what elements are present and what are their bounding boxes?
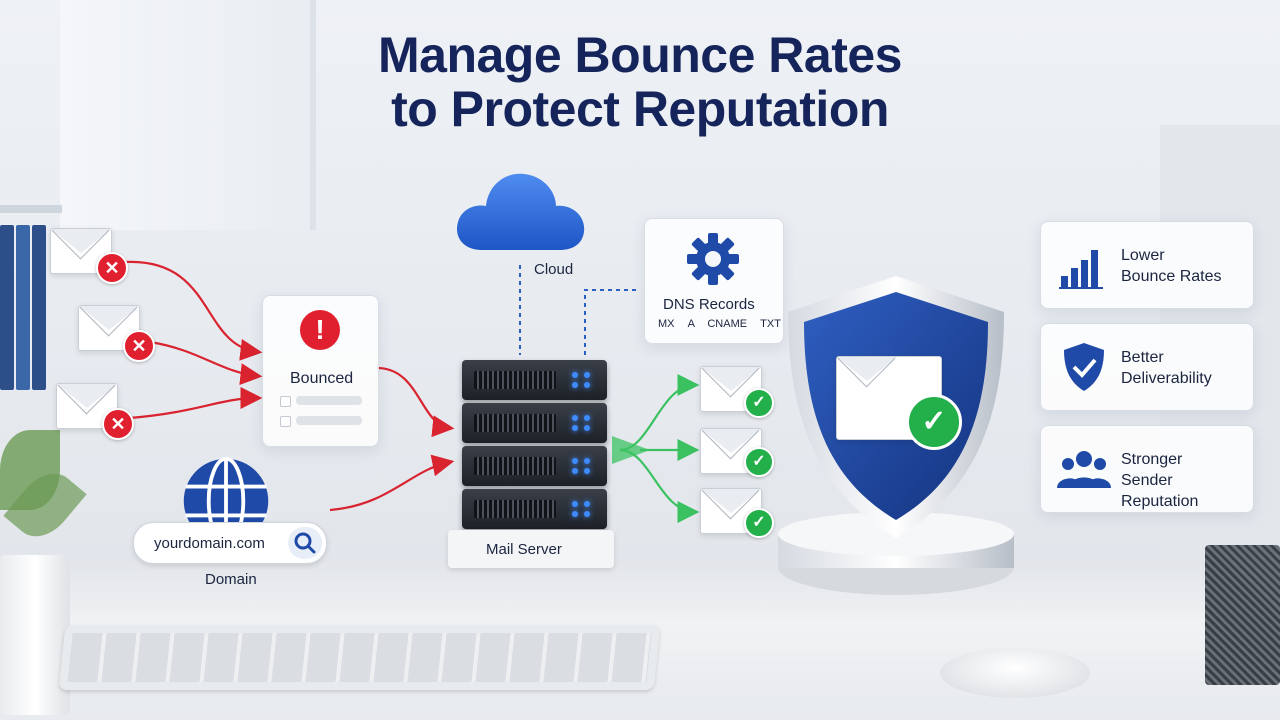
cloud-icon <box>457 173 585 250</box>
cloud-label: Cloud <box>534 261 574 278</box>
users-icon <box>1057 451 1111 488</box>
bounce-arrow <box>129 387 263 420</box>
benefit-card-lower-bounce: Lower Bounce Rates <box>1040 221 1254 309</box>
bounce-arrows <box>124 260 455 512</box>
computer-mouse <box>940 648 1090 698</box>
domain-label: Domain <box>205 571 257 588</box>
success-check-icon: ✓ <box>744 447 774 477</box>
gear-icon <box>687 233 739 285</box>
server-unit <box>462 446 607 486</box>
green-flow-arrowhead <box>612 436 650 464</box>
dns-record: A <box>687 318 695 330</box>
benefit-line-2: Sender Reputation <box>1121 472 1199 510</box>
dns-record: TXT <box>760 318 781 330</box>
error-x-icon: ✕ <box>96 252 128 284</box>
bounced-label: Bounced <box>290 370 354 387</box>
server-unit <box>462 360 607 400</box>
background-binder <box>0 225 14 390</box>
success-check-icon: ✓ <box>744 388 774 418</box>
benefit-card-reputation: Stronger Sender Reputation <box>1040 425 1254 513</box>
shield-check-icon <box>1064 343 1104 391</box>
benefit-line-1: Better <box>1121 349 1164 366</box>
background-window <box>60 0 316 230</box>
shield-check-badge-icon: ✓ <box>906 394 962 450</box>
server-unit <box>462 403 607 443</box>
background-binder <box>16 225 30 390</box>
pen-cup <box>1205 545 1280 685</box>
benefit-line-2: Deliverability <box>1121 370 1212 387</box>
error-x-icon: ✕ <box>123 330 155 362</box>
delivery-arrow <box>619 374 700 452</box>
dashed-connectors <box>519 265 640 355</box>
dns-record: CNAME <box>707 318 748 330</box>
bounce-arrow <box>124 260 263 361</box>
server-unit <box>462 489 607 529</box>
mail-server-label: Mail Server <box>486 541 562 558</box>
delivery-arrow <box>619 448 700 523</box>
list-checkbox <box>280 396 291 407</box>
plant-pot <box>0 555 70 715</box>
dns-connector <box>584 289 640 355</box>
bounce-arrow <box>149 340 263 386</box>
list-line <box>296 396 362 405</box>
list-checkbox <box>280 416 291 427</box>
benefit-line-2: Bounce Rates <box>1121 268 1222 285</box>
benefit-line-1: Stronger <box>1121 451 1183 468</box>
dns-record: MX <box>658 318 675 330</box>
title-line-1: Manage Bounce Rates <box>378 27 902 83</box>
domain-arrow <box>329 454 455 512</box>
alert-icon: ! <box>300 310 340 350</box>
benefit-line-1: Lower <box>1121 247 1165 264</box>
search-button[interactable] <box>288 527 322 559</box>
background-binder <box>32 225 46 390</box>
bar-chart-icon <box>1059 250 1103 289</box>
search-icon <box>294 532 316 554</box>
page-title: Manage Bounce Rates to Protect Reputatio… <box>0 28 1280 136</box>
success-check-icon: ✓ <box>744 508 774 538</box>
domain-search-value: yourdomain.com <box>154 535 265 552</box>
domain-search-field[interactable]: yourdomain.com <box>133 522 327 564</box>
error-x-icon: ✕ <box>102 408 134 440</box>
title-line-2: to Protect Reputation <box>391 81 889 137</box>
background-shelf <box>0 205 62 213</box>
bounce-arrow <box>376 366 455 438</box>
benefit-card-deliverability: Better Deliverability <box>1040 323 1254 411</box>
server-base <box>448 530 614 568</box>
list-line <box>296 416 362 425</box>
dns-title: DNS Records <box>663 296 755 313</box>
dns-records-row: MX A CNAME TXT <box>658 318 781 330</box>
